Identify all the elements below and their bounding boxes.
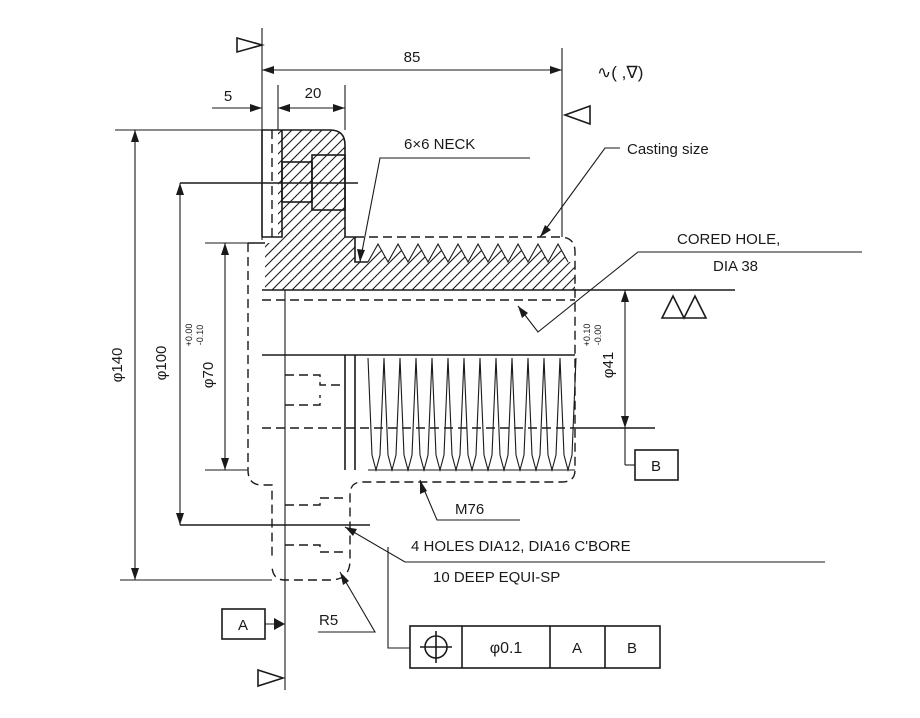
dim-5: 5 — [224, 88, 232, 105]
thread-tooth — [431, 357, 449, 473]
triangle-mark-bottom-icon — [257, 668, 286, 688]
leader-thread: M76 — [419, 479, 520, 521]
triangle-mark-top-icon — [236, 36, 265, 54]
datum-a-label: A — [238, 617, 248, 634]
hatch-line — [265, 130, 343, 290]
reference-lines — [115, 28, 640, 690]
dim-dia-41-tol-lower: -0.00 — [593, 325, 603, 346]
dimension-length: 85 — [262, 49, 562, 74]
leader-neck: 6×6 NECK — [357, 136, 530, 263]
position-icon — [420, 631, 452, 663]
thread-tooth — [543, 357, 561, 473]
hatch-line — [265, 130, 345, 290]
hatch-line — [265, 130, 345, 290]
thread-tooth — [383, 357, 401, 473]
triangle-mark-right-icon — [562, 104, 591, 126]
thread-tooth — [367, 357, 385, 473]
hatch-line — [282, 237, 338, 290]
leader-casting: Casting size — [539, 141, 709, 238]
neck-note: 6×6 NECK — [404, 136, 475, 153]
hatch-line — [265, 130, 345, 290]
thread-tooth — [399, 357, 417, 473]
hatch-line — [301, 237, 358, 290]
hatch-line — [622, 235, 677, 290]
cored-hole-note-1: CORED HOLE, — [677, 231, 780, 248]
dimension-dia-70: φ70 +0.00 -0.10 — [184, 243, 229, 470]
holes-note-2: 10 DEEP EQUI-SP — [433, 569, 560, 586]
dimension-dia-100: φ100 — [153, 183, 184, 525]
dim-85: 85 — [404, 49, 421, 66]
hatch-line — [72, 130, 242, 300]
dim-dia-100: φ100 — [153, 346, 170, 381]
hatch-line — [265, 130, 303, 290]
hatch-line — [612, 235, 667, 290]
radius-note: R5 — [319, 612, 338, 629]
dimension-offset: 5 — [212, 88, 300, 112]
thread-tooth — [415, 357, 433, 473]
tolerance-value: φ0.1 — [490, 640, 523, 657]
dim-dia-41: φ41 — [600, 352, 617, 378]
thread-tooth — [559, 357, 577, 473]
hatch-line — [561, 237, 575, 290]
surface-finish-icon — [660, 294, 708, 320]
hatch-line — [282, 237, 298, 290]
dim-dia-41-tol-upper: +0.10 — [582, 324, 592, 347]
internal-thread — [367, 357, 577, 473]
thread-tooth — [527, 357, 545, 473]
leader-radius: R5 — [318, 571, 376, 633]
hatch-line — [282, 237, 308, 290]
datum-b-label: B — [651, 458, 661, 475]
hatch-line — [265, 130, 283, 290]
hatch-line — [291, 237, 348, 290]
thread-tooth — [479, 357, 497, 473]
hatch-line — [551, 237, 575, 290]
hatch-line — [582, 235, 637, 290]
cored-hole-note-2: DIA 38 — [713, 258, 758, 275]
dim-20: 20 — [305, 85, 322, 102]
hatch-line — [541, 237, 575, 290]
hatch-line — [531, 237, 575, 290]
hatch-line — [82, 130, 252, 300]
hatch-line — [62, 130, 232, 300]
surface-symbol-note: ∿( ,∇) — [597, 63, 643, 82]
hatch-line — [265, 130, 293, 290]
hatch-line — [282, 237, 318, 290]
thread-tooth — [447, 357, 465, 473]
dimension-dia-41: φ41 +0.10 -0.00 — [582, 290, 629, 428]
hatch-line — [265, 130, 333, 290]
hatch-line — [265, 130, 273, 290]
thread-tooth — [463, 357, 481, 473]
hatch-line — [265, 130, 313, 290]
hatch-line — [265, 130, 345, 290]
hatch-line — [282, 237, 328, 290]
leader-holes: 4 HOLES DIA12, DIA16 C'BORE 10 DEEP EQUI… — [344, 526, 825, 586]
dim-dia-70-tol-lower: -0.10 — [195, 325, 205, 346]
thread-tooth — [511, 357, 529, 473]
thread-note: M76 — [455, 501, 484, 518]
datum-b: B — [624, 428, 679, 481]
tolerance-datum-a: A — [572, 640, 582, 657]
dimension-dia-140: φ140 — [109, 130, 139, 580]
hatch-line — [92, 130, 262, 300]
dim-dia-70-tol-upper: +0.00 — [184, 324, 194, 347]
datum-a: A — [221, 608, 285, 640]
machining-marks: ∿( ,∇) — [236, 36, 708, 688]
part-outline — [62, 129, 735, 581]
leader-cored-hole: CORED HOLE, DIA 38 — [517, 231, 862, 333]
feature-control-frame: φ0.1 A B — [387, 547, 661, 669]
dim-dia-140: φ140 — [109, 348, 126, 383]
hatch-line — [602, 235, 657, 290]
hatch-line — [265, 130, 345, 290]
hatch-line — [265, 130, 345, 290]
casting-note: Casting size — [627, 141, 709, 158]
tolerance-datum-b: B — [627, 640, 637, 657]
hatch-line — [571, 237, 575, 290]
dim-dia-70: φ70 — [200, 362, 217, 388]
holes-note-1: 4 HOLES DIA12, DIA16 C'BORE — [411, 538, 631, 555]
thread-tooth — [495, 357, 513, 473]
hatch-line — [265, 130, 323, 290]
